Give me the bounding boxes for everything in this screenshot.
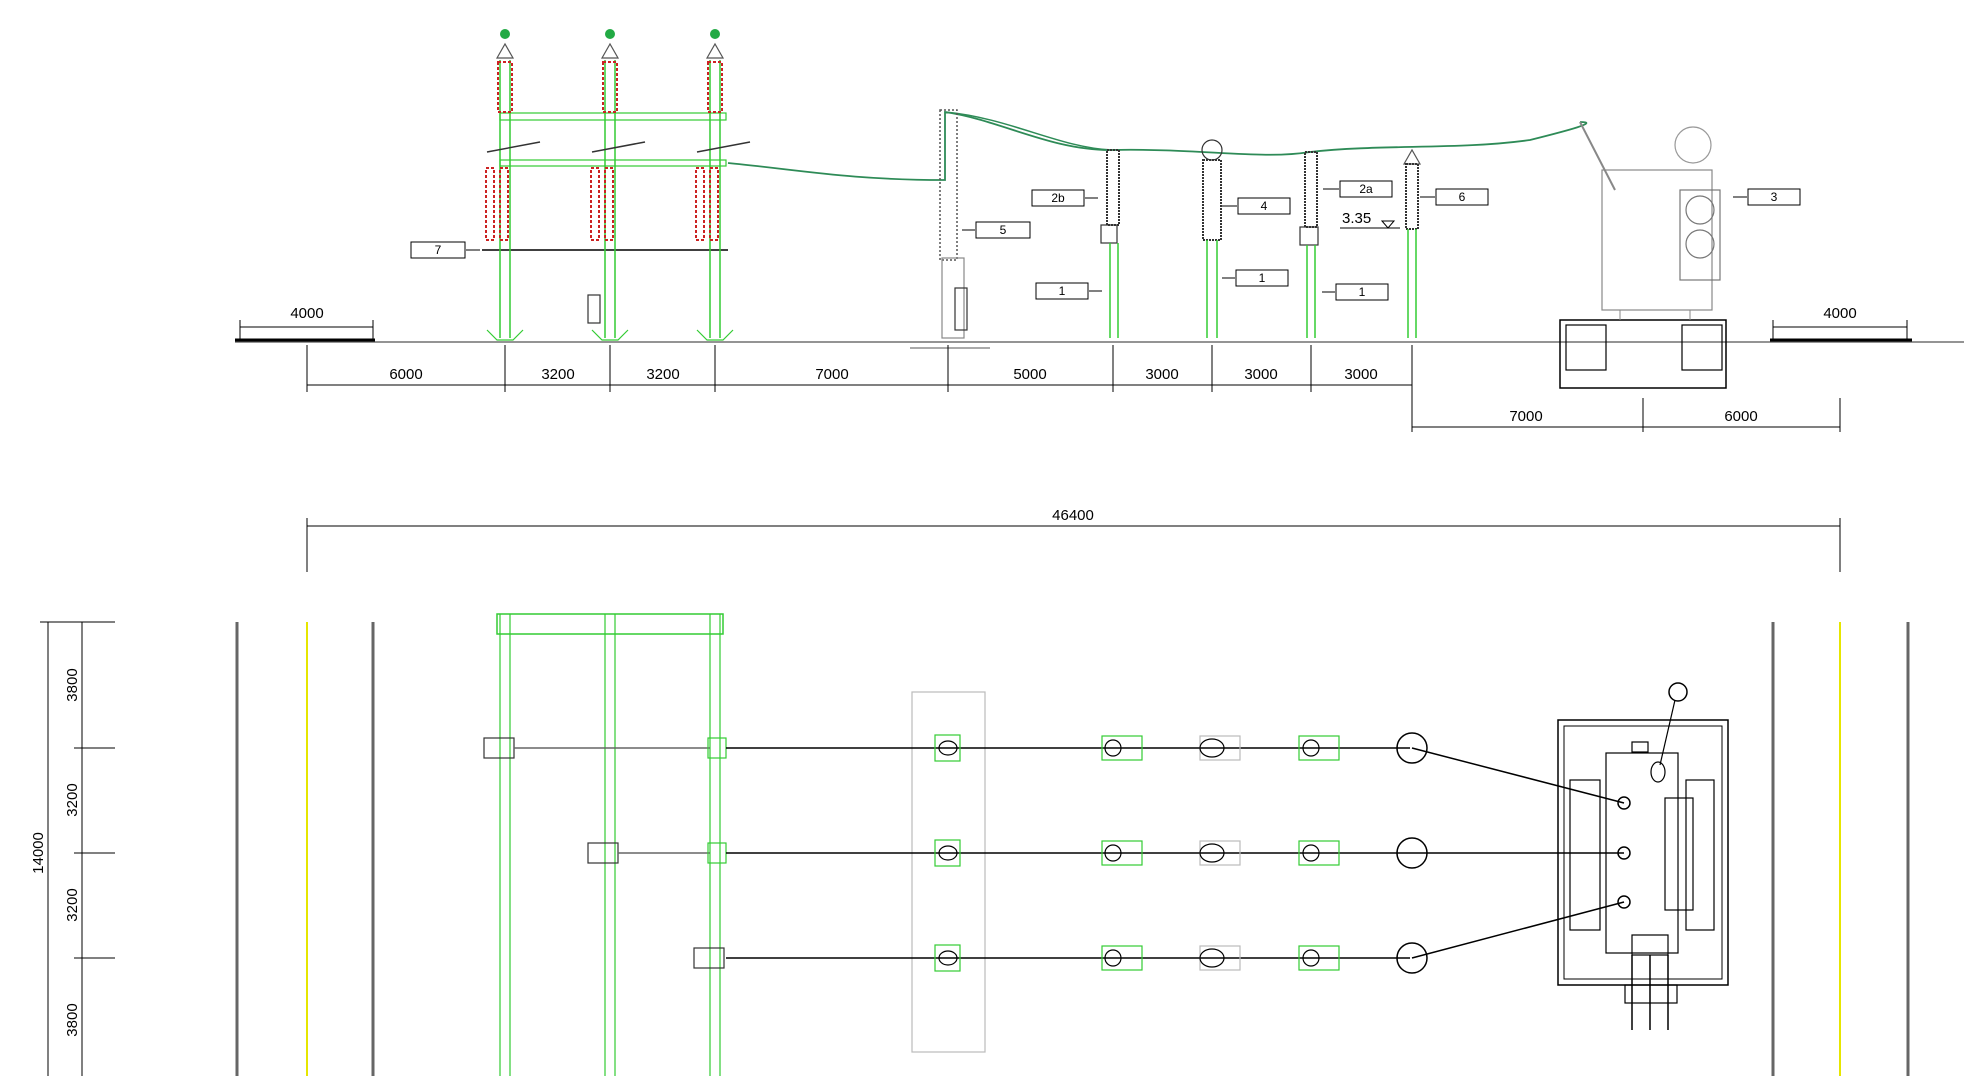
tag-label: 4 — [1261, 199, 1268, 213]
tag-label: 2a — [1359, 182, 1373, 196]
overhead-conductor — [727, 110, 1588, 181]
arrester-post — [1402, 148, 1422, 338]
dim-value: 5000 — [1013, 366, 1046, 383]
equipment-tag-1: 1 — [1322, 283, 1389, 301]
tag-label: 1 — [1059, 284, 1066, 298]
tag-label: 6 — [1459, 190, 1466, 204]
dim-value: 3800 — [64, 1003, 81, 1036]
tag-label: 1 — [1359, 285, 1366, 299]
dim-value: 3200 — [541, 366, 574, 383]
elevation-dimension-chain: 6000 3200 3200 7000 5000 3000 3000 3000 — [306, 345, 1413, 392]
dim-value: 3800 — [64, 668, 81, 701]
tag-label: 1 — [1259, 271, 1266, 285]
equipment-tag-2a: 2a — [1323, 180, 1393, 198]
dim-value: 3000 — [1344, 366, 1377, 383]
disconnector-post — [485, 29, 541, 341]
equipment-tag-2b: 2b — [1031, 189, 1098, 207]
dim-value: 6000 — [389, 366, 422, 383]
dim-value: 7000 — [1509, 408, 1542, 425]
tag-label: 5 — [1000, 223, 1007, 237]
plan-view: 46400 — [30, 507, 1910, 1076]
tag-label: 7 — [435, 243, 442, 257]
overall-width-dimension: 46400 — [306, 507, 1841, 572]
left-clearance-value: 4000 — [290, 305, 323, 322]
power-transformer — [1559, 121, 1727, 389]
surge-arrester — [1100, 149, 1120, 338]
level-mark-value: 3.35 — [1342, 210, 1371, 227]
voltage-transformer — [1299, 151, 1319, 338]
equipment-tag-5: 5 — [962, 221, 1031, 239]
disconnector-post — [695, 29, 751, 341]
current-transformer — [1201, 139, 1223, 338]
dim-value: 7000 — [815, 366, 848, 383]
total-height-value: 14000 — [30, 832, 47, 874]
dim-value: 3200 — [64, 783, 81, 816]
phase-b — [587, 837, 1624, 869]
right-clearance-dimension: 4000 — [1772, 305, 1908, 340]
overall-width-value: 46400 — [1052, 507, 1094, 524]
termination-support-plan — [911, 691, 986, 1053]
disconnector-post — [587, 29, 646, 341]
left-clearance-dimension: 4000 — [239, 305, 374, 340]
plan-vertical-dimension: 14000 3800 3200 3200 3800 — [30, 621, 115, 1076]
equipment-tag-4: 4 — [1222, 197, 1291, 215]
tag-label: 3 — [1771, 190, 1778, 204]
equipment-tag-1: 1 — [1035, 282, 1102, 300]
level-mark: 3.35 — [1340, 210, 1400, 229]
dim-value: 3000 — [1244, 366, 1277, 383]
phase-c — [693, 901, 1625, 974]
equipment-tag-6: 6 — [1420, 188, 1489, 206]
dim-value: 3200 — [64, 888, 81, 921]
transformer-plan — [1557, 682, 1729, 1030]
phase-a — [483, 732, 1625, 804]
equipment-tag-1: 1 — [1222, 269, 1289, 287]
tag-label: 2b — [1051, 191, 1065, 205]
equipment-tag-7: 7 — [410, 241, 480, 259]
equipment-tag-3: 3 — [1733, 188, 1801, 206]
dim-value: 3200 — [646, 366, 679, 383]
disconnector-frame-plan — [496, 613, 724, 1076]
transformer-dimension-chain: 7000 6000 — [1411, 392, 1841, 432]
cable-termination — [910, 109, 990, 349]
right-clearance-value: 4000 — [1823, 305, 1856, 322]
elevation-view: 7 5 2b 4 1 1 1 — [235, 29, 1964, 432]
disconnector-switch — [482, 29, 751, 341]
dim-value: 6000 — [1724, 408, 1757, 425]
dim-value: 3000 — [1145, 366, 1178, 383]
